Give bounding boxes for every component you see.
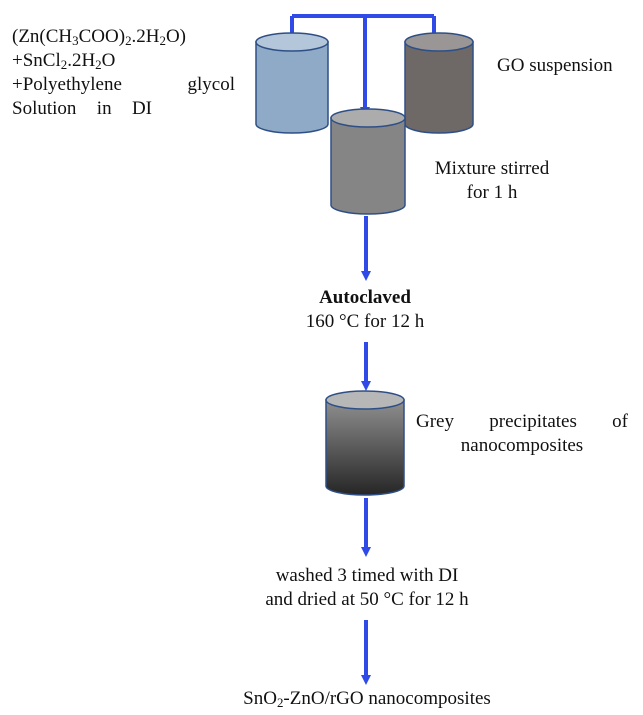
autoclave-title: Autoclaved [319, 287, 411, 308]
product-label: SnO2-ZnO/rGO nanocomposites [243, 688, 491, 711]
autoclave-condition: 160 °C for 12 h [305, 311, 425, 332]
washing-line-2: and dried at 50 °C for 12 h [265, 589, 469, 610]
reagent-label: (Zn(CH3COO)2.2H2O) +SnCl2.2H2O +Polyethy… [12, 25, 235, 121]
solution-text: Solution in DI [12, 98, 152, 119]
tin-chloride-formula: +SnCl2.2H2O [12, 50, 116, 73]
precipitate-line-1: Grey precipitates of [416, 411, 628, 432]
mixture-beaker [330, 108, 406, 215]
mixture-line-1: Mixture stirred [434, 158, 550, 179]
peg-text: +Polyethylene glycol [12, 74, 235, 95]
mixture-line-2: for 1 h [466, 182, 518, 203]
washing-label: washed 3 timed with DI and dried at 50 °… [222, 564, 512, 612]
zinc-acetate-formula: (Zn(CH3COO)2.2H2O) [12, 26, 187, 49]
go-suspension-beaker [404, 32, 474, 134]
mixture-label: Mixture stirred for 1 h [412, 157, 572, 205]
washing-line-1: washed 3 timed with DI [275, 565, 459, 586]
autoclave-label: Autoclaved 160 °C for 12 h [265, 286, 465, 334]
precipitate-label: Grey precipitates of nanocomposites [416, 410, 628, 458]
precipitate-line-2: nanocomposites [460, 435, 584, 456]
go-suspension-label: GO suspension [497, 55, 613, 76]
reagent-beaker [255, 32, 329, 134]
precipitate-beaker [325, 390, 405, 496]
